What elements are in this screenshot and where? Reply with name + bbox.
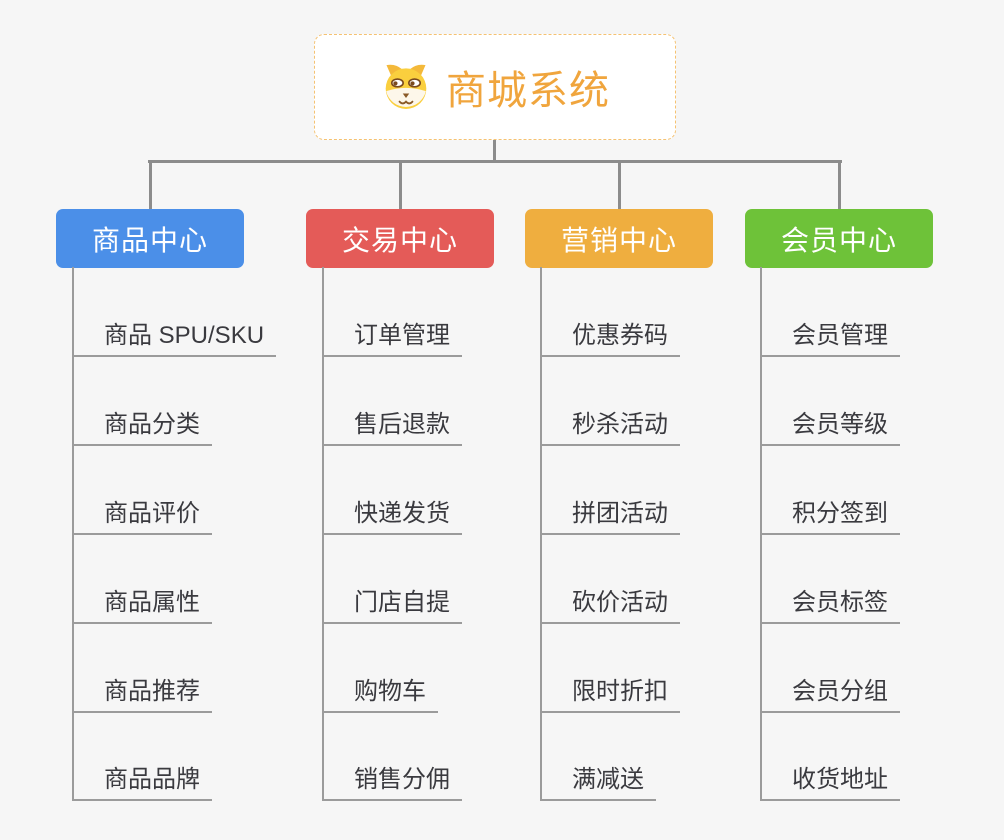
mindmap-leaf[interactable]: 商品评价 xyxy=(72,497,212,535)
mindmap-leaf[interactable]: 限时折扣 xyxy=(540,675,680,713)
branch-trade-center[interactable]: 交易中心 xyxy=(306,209,494,268)
branch-marketing-center[interactable]: 营销中心 xyxy=(525,209,713,268)
mindmap-leaf[interactable]: 收货地址 xyxy=(760,763,900,801)
mindmap-leaf[interactable]: 商品 SPU/SKU xyxy=(72,319,277,357)
mindmap-leaf[interactable]: 会员分组 xyxy=(760,675,900,713)
mindmap-leaf[interactable]: 满减送 xyxy=(540,763,656,801)
branch-product-center[interactable]: 商品中心 xyxy=(56,209,244,268)
mindmap-leaf[interactable]: 优惠券码 xyxy=(540,319,680,357)
mindmap-leaf[interactable]: 会员等级 xyxy=(760,408,900,446)
mindmap-leaf[interactable]: 会员标签 xyxy=(760,586,900,624)
connector-drop-1 xyxy=(149,162,152,209)
mindmap-leaf[interactable]: 拼团活动 xyxy=(540,497,680,535)
mindmap-leaf[interactable]: 商品属性 xyxy=(72,586,212,624)
connector-root-stem xyxy=(493,140,496,162)
mindmap-leaf[interactable]: 砍价活动 xyxy=(540,586,680,624)
branch-member-center[interactable]: 会员中心 xyxy=(745,209,933,268)
mindmap-leaf[interactable]: 积分签到 xyxy=(760,497,900,535)
connector-drop-2 xyxy=(399,162,402,209)
mindmap-leaf[interactable]: 商品分类 xyxy=(72,408,212,446)
connector-bus xyxy=(148,160,842,163)
mindmap-leaf[interactable]: 门店自提 xyxy=(322,586,462,624)
mindmap-leaf[interactable]: 会员管理 xyxy=(760,319,900,357)
mindmap-leaf[interactable]: 订单管理 xyxy=(322,319,462,357)
mindmap-leaf[interactable]: 商品推荐 xyxy=(72,675,212,713)
mindmap-leaf[interactable]: 销售分佣 xyxy=(322,763,462,801)
mindmap-leaf[interactable]: 售后退款 xyxy=(322,408,462,446)
root-node[interactable]: 商城系统 xyxy=(314,34,676,140)
mindmap-leaf[interactable]: 快递发货 xyxy=(322,497,462,535)
connector-drop-3 xyxy=(618,162,621,209)
mindmap-leaf[interactable]: 商品品牌 xyxy=(72,763,212,801)
root-title: 商城系统 xyxy=(446,69,610,113)
mindmap-leaf[interactable]: 购物车 xyxy=(322,675,438,713)
dog-face-icon xyxy=(380,61,432,113)
mindmap-leaf[interactable]: 秒杀活动 xyxy=(540,408,680,446)
connector-drop-4 xyxy=(838,162,841,209)
